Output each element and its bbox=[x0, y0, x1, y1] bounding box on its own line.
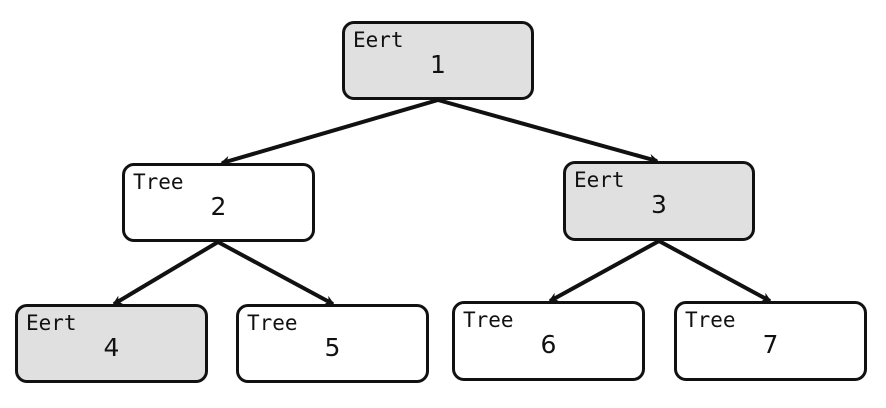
node-kind-label: Tree bbox=[463, 308, 514, 332]
node-value: 7 bbox=[762, 330, 779, 359]
node-value: 4 bbox=[103, 333, 120, 362]
tree-node-5: Tree 5 bbox=[236, 304, 429, 383]
tree-node-6: Tree 6 bbox=[452, 301, 645, 381]
edge-2-to-4 bbox=[112, 240, 220, 306]
node-value: 6 bbox=[540, 330, 557, 359]
tree-node-7: Tree 7 bbox=[674, 301, 867, 381]
tree-node-2: Tree 2 bbox=[122, 163, 315, 242]
edge-2-to-5 bbox=[217, 240, 335, 306]
tree-node-4: Eert 4 bbox=[15, 304, 208, 383]
tree-node-3: Eert 3 bbox=[563, 161, 755, 241]
node-kind-label: Eert bbox=[26, 311, 77, 335]
node-kind-label: Eert bbox=[353, 28, 404, 52]
node-value: 2 bbox=[210, 192, 227, 221]
node-value: 3 bbox=[651, 190, 667, 219]
node-value: 5 bbox=[324, 333, 341, 362]
node-kind-label: Eert bbox=[574, 168, 625, 192]
node-value: 1 bbox=[430, 50, 446, 79]
edge-1-to-3 bbox=[437, 98, 659, 164]
edge-3-to-7 bbox=[658, 239, 772, 303]
edge-3-to-6 bbox=[548, 239, 660, 303]
node-kind-label: Tree bbox=[133, 170, 184, 194]
node-kind-label: Tree bbox=[247, 311, 298, 335]
edge-1-to-2 bbox=[220, 98, 439, 166]
node-kind-label: Tree bbox=[685, 308, 736, 332]
tree-node-1: Eert 1 bbox=[342, 21, 534, 100]
